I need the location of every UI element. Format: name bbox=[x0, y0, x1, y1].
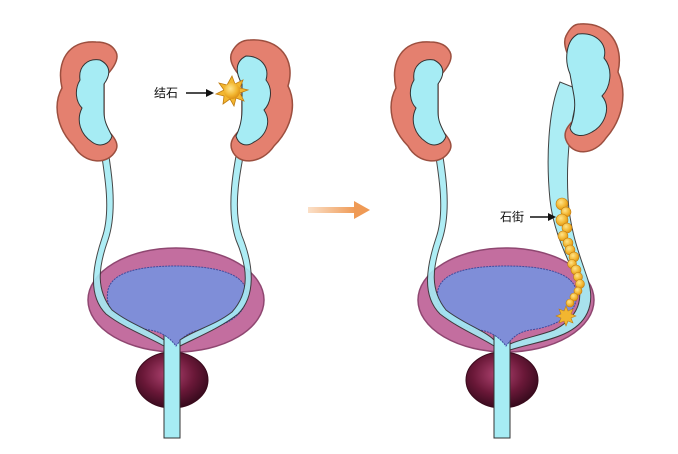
stone-street-label: 石街 bbox=[500, 210, 525, 224]
stone-bead-2 bbox=[555, 213, 569, 227]
right-kidney bbox=[229, 39, 294, 162]
bladder-left bbox=[87, 247, 265, 439]
sunburst-stone-icon bbox=[214, 75, 250, 108]
left-ureter-after bbox=[427, 127, 495, 347]
right-ureter bbox=[179, 127, 252, 347]
dilated-right-kidney bbox=[564, 23, 624, 153]
bladder-right bbox=[417, 247, 595, 439]
left-kidney-after bbox=[390, 41, 452, 162]
left-ureter bbox=[93, 127, 165, 347]
stone-bead-13 bbox=[569, 292, 579, 302]
right-panel-after bbox=[390, 23, 624, 439]
left-panel-before bbox=[56, 39, 294, 439]
stone-bead-14 bbox=[565, 298, 575, 308]
right-arrow-icon bbox=[308, 201, 370, 219]
stone-street-chain bbox=[555, 197, 585, 327]
kidney-stone-pointer-arrow-icon bbox=[186, 89, 214, 97]
stone-bead-12 bbox=[573, 286, 583, 296]
sunburst-stone-icon-small bbox=[555, 305, 577, 327]
left-kidney bbox=[56, 41, 118, 162]
stone-street-pointer-arrow-icon bbox=[530, 213, 556, 221]
kidney-stone-label: 结石 bbox=[154, 86, 179, 100]
